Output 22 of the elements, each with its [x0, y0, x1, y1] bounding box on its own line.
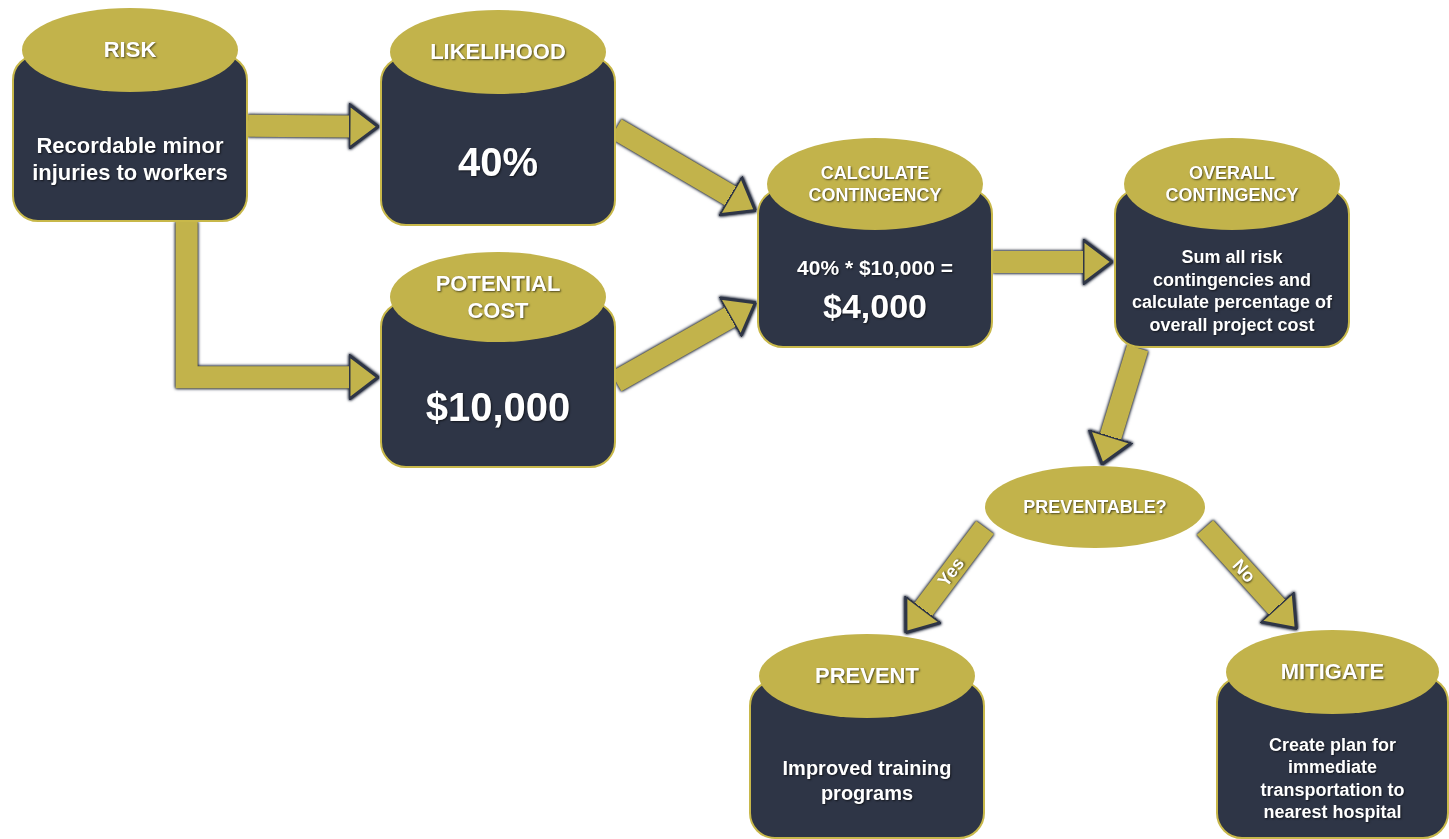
- heading-ellipse: LIKELIHOOD: [390, 10, 606, 94]
- body-text: $10,000: [425, 384, 571, 431]
- block-arrow: [175, 222, 380, 401]
- body-text: $4,000: [823, 285, 927, 327]
- heading-ellipse: OVERALL CONTINGENCY: [1124, 138, 1340, 230]
- heading-ellipse: POTENTIAL COST: [390, 252, 606, 342]
- body-text: Sum all risk contingencies and calculate percentage of overall project cost: [1130, 246, 1334, 336]
- block-arrow: [1088, 344, 1149, 466]
- body-text: Recordable minor injuries to workers: [31, 131, 229, 187]
- block-arrow: [1196, 520, 1298, 630]
- heading-ellipse: PREVENT: [759, 634, 975, 718]
- decision-ellipse: PREVENTABLE?: [985, 466, 1205, 548]
- body-text: Create plan for immediate transportation to nearest hospital: [1259, 733, 1406, 824]
- heading-ellipse: MITIGATE: [1226, 630, 1439, 714]
- body-text: 40%: [457, 139, 539, 186]
- heading-ellipse: RISK: [22, 8, 238, 92]
- block-arrow: [904, 520, 994, 634]
- block-arrow: [247, 102, 380, 150]
- body-text: Improved training programs: [781, 755, 953, 806]
- body-text: 40% * $10,000 =: [797, 254, 953, 281]
- block-arrow: [993, 238, 1114, 286]
- heading-ellipse: CALCULATE CONTINGENCY: [767, 138, 983, 230]
